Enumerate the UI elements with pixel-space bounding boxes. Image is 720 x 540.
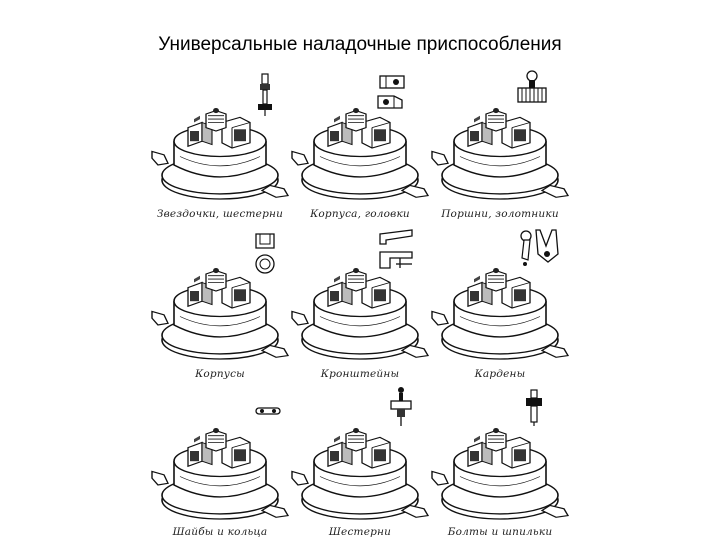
fixture-drawing xyxy=(151,267,289,360)
fixture-caption: Шестерни xyxy=(328,526,392,538)
fixture-drawing xyxy=(151,107,289,200)
fixture-caption: Поршни, золотники xyxy=(441,208,559,220)
fixture-drawing xyxy=(291,267,429,360)
piston-part-icon xyxy=(517,70,547,103)
fixture-drawing xyxy=(291,107,429,200)
fixture-cell-brackets: Кронштейны xyxy=(290,220,430,380)
bracket-parts-icon xyxy=(377,75,405,109)
pin-part-icon xyxy=(255,407,281,415)
fixtures-grid: Звездочки, шестерни Корпуса, головки xyxy=(150,60,570,540)
fixture-cell-housings-heads: Корпуса, головки xyxy=(290,60,430,220)
fixture-caption: Кардены xyxy=(474,368,526,380)
cardan-parts-icon xyxy=(520,229,559,266)
slide-title: Универсальные наладочные приспособления xyxy=(158,34,562,55)
fixture-caption: Корпуса, головки xyxy=(310,208,410,220)
fixture-drawing xyxy=(431,107,569,200)
fixture-cell-bolts: Болты и шпильки xyxy=(430,380,570,540)
fixture-caption: Кронштейны xyxy=(320,368,400,380)
fixture-caption: Шайбы и кольца xyxy=(172,526,268,538)
fixture-cell-gears: Шестерни xyxy=(290,380,430,540)
spindle-part-icon xyxy=(258,73,272,116)
fixture-cell-cardans: Кардены xyxy=(430,220,570,380)
gear-shaft-part-icon xyxy=(390,387,412,426)
clamp-parts-icon xyxy=(379,229,413,269)
fixture-caption: Болты и шпильки xyxy=(447,526,553,538)
fixture-cell-washers: Шайбы и кольца xyxy=(150,380,290,540)
fixture-cell-cases: Корпусы xyxy=(150,220,290,380)
fixture-drawing xyxy=(291,427,429,520)
fixture-drawing xyxy=(431,267,569,360)
fixture-cell-pistons: Поршни, золотники xyxy=(430,60,570,220)
fixture-cell-sprockets: Звездочки, шестерни xyxy=(150,60,290,220)
housing-ring-parts-icon xyxy=(255,233,275,274)
fixture-caption: Звездочки, шестерни xyxy=(156,208,284,220)
fixture-drawing xyxy=(431,427,569,520)
fixture-drawing xyxy=(151,427,289,520)
bolt-part-icon xyxy=(526,389,542,426)
fixture-caption: Корпусы xyxy=(195,368,245,380)
